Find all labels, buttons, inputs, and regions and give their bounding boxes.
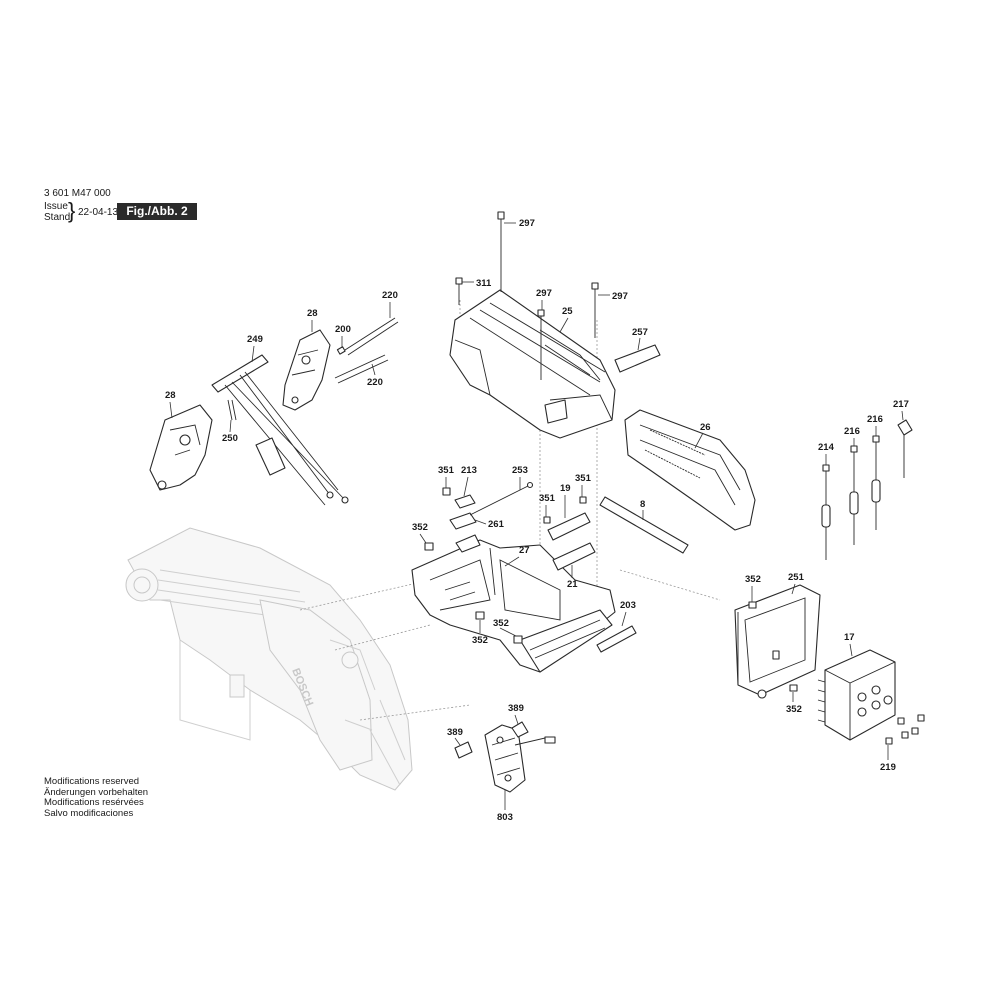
switch-part-803	[454, 721, 556, 793]
trigger-assembly-249	[211, 354, 349, 506]
handle-half-28-right	[282, 329, 331, 411]
callout-216: 216	[844, 426, 860, 437]
issue-date: 22-04-13	[78, 207, 119, 218]
callout-17: 17	[844, 632, 855, 643]
callout-261: 261	[488, 519, 505, 530]
cables-214-216-217	[821, 419, 913, 560]
callout-249: 249	[247, 334, 263, 345]
callout-352: 352	[745, 574, 761, 585]
strip-part-203	[596, 625, 637, 653]
top-cover-part-25	[449, 289, 616, 439]
callout-352: 352	[786, 704, 802, 715]
cover-part-26	[624, 409, 756, 531]
callout-220: 220	[382, 290, 398, 301]
callout-311: 311	[476, 278, 492, 289]
callout-297: 297	[519, 218, 535, 229]
module-part-17	[817, 649, 896, 741]
callout-251: 251	[788, 572, 805, 583]
note-line: Änderungen vorbehalten	[44, 786, 149, 798]
callout-28: 28	[165, 390, 176, 401]
callout-351: 351	[575, 473, 592, 484]
callout-213: 213	[461, 465, 477, 476]
callout-389: 389	[508, 703, 524, 714]
screws-297-311	[455, 211, 599, 380]
note-line: Modifications resérvées	[44, 797, 144, 808]
housing-part-251	[734, 584, 821, 699]
stand-label: Stand	[44, 212, 71, 223]
base-tray-part-27	[411, 539, 616, 673]
callout-257: 257	[632, 327, 648, 338]
issue-label: Issue	[44, 201, 68, 212]
callout-253: 253	[512, 465, 528, 476]
callout-250: 250	[222, 433, 238, 444]
callout-220: 220	[367, 377, 383, 388]
note-line: Salvo modificaciones	[44, 807, 134, 819]
callout-297: 297	[612, 291, 628, 302]
callout-389: 389	[447, 727, 463, 738]
header-brace: }	[68, 198, 76, 223]
modifications-notes: Modifications reserved Änderungen vorbeh…	[44, 776, 149, 819]
callout-297: 297	[536, 288, 552, 299]
small-parts-center	[424, 481, 596, 644]
callout-214: 214	[818, 442, 835, 453]
callout-219: 219	[880, 762, 896, 773]
callout-28: 28	[307, 308, 318, 319]
callout-351: 351	[438, 465, 455, 476]
label-part-257	[614, 344, 661, 373]
callout-19: 19	[560, 483, 571, 494]
note-line: Modifications reserved	[44, 776, 140, 787]
part-number: 3 601 M47 000	[44, 188, 111, 199]
ghost-saw-housing: BOSCH	[125, 527, 413, 791]
callout-27: 27	[519, 545, 530, 556]
callout-216: 216	[867, 414, 883, 425]
part-callouts: 297 311 297 297 25 257 26 8 220 28 200 2…	[165, 218, 909, 823]
callout-200: 200	[335, 324, 351, 335]
callout-203: 203	[620, 600, 636, 611]
bolts-220-200	[334, 317, 399, 384]
handle-half-28-left	[149, 404, 213, 491]
callout-26: 26	[700, 422, 711, 433]
callout-803: 803	[497, 812, 513, 823]
callout-352: 352	[412, 522, 428, 533]
callout-351: 351	[539, 493, 556, 504]
callout-21: 21	[567, 579, 578, 590]
strip-part-8	[599, 496, 689, 554]
callout-217: 217	[893, 399, 909, 410]
callout-25: 25	[562, 306, 573, 317]
screws-219	[885, 714, 925, 745]
figure-badge: Fig./Abb. 2	[117, 203, 197, 220]
callout-352: 352	[472, 635, 488, 646]
callout-352: 352	[493, 618, 509, 629]
callout-8: 8	[640, 499, 645, 510]
